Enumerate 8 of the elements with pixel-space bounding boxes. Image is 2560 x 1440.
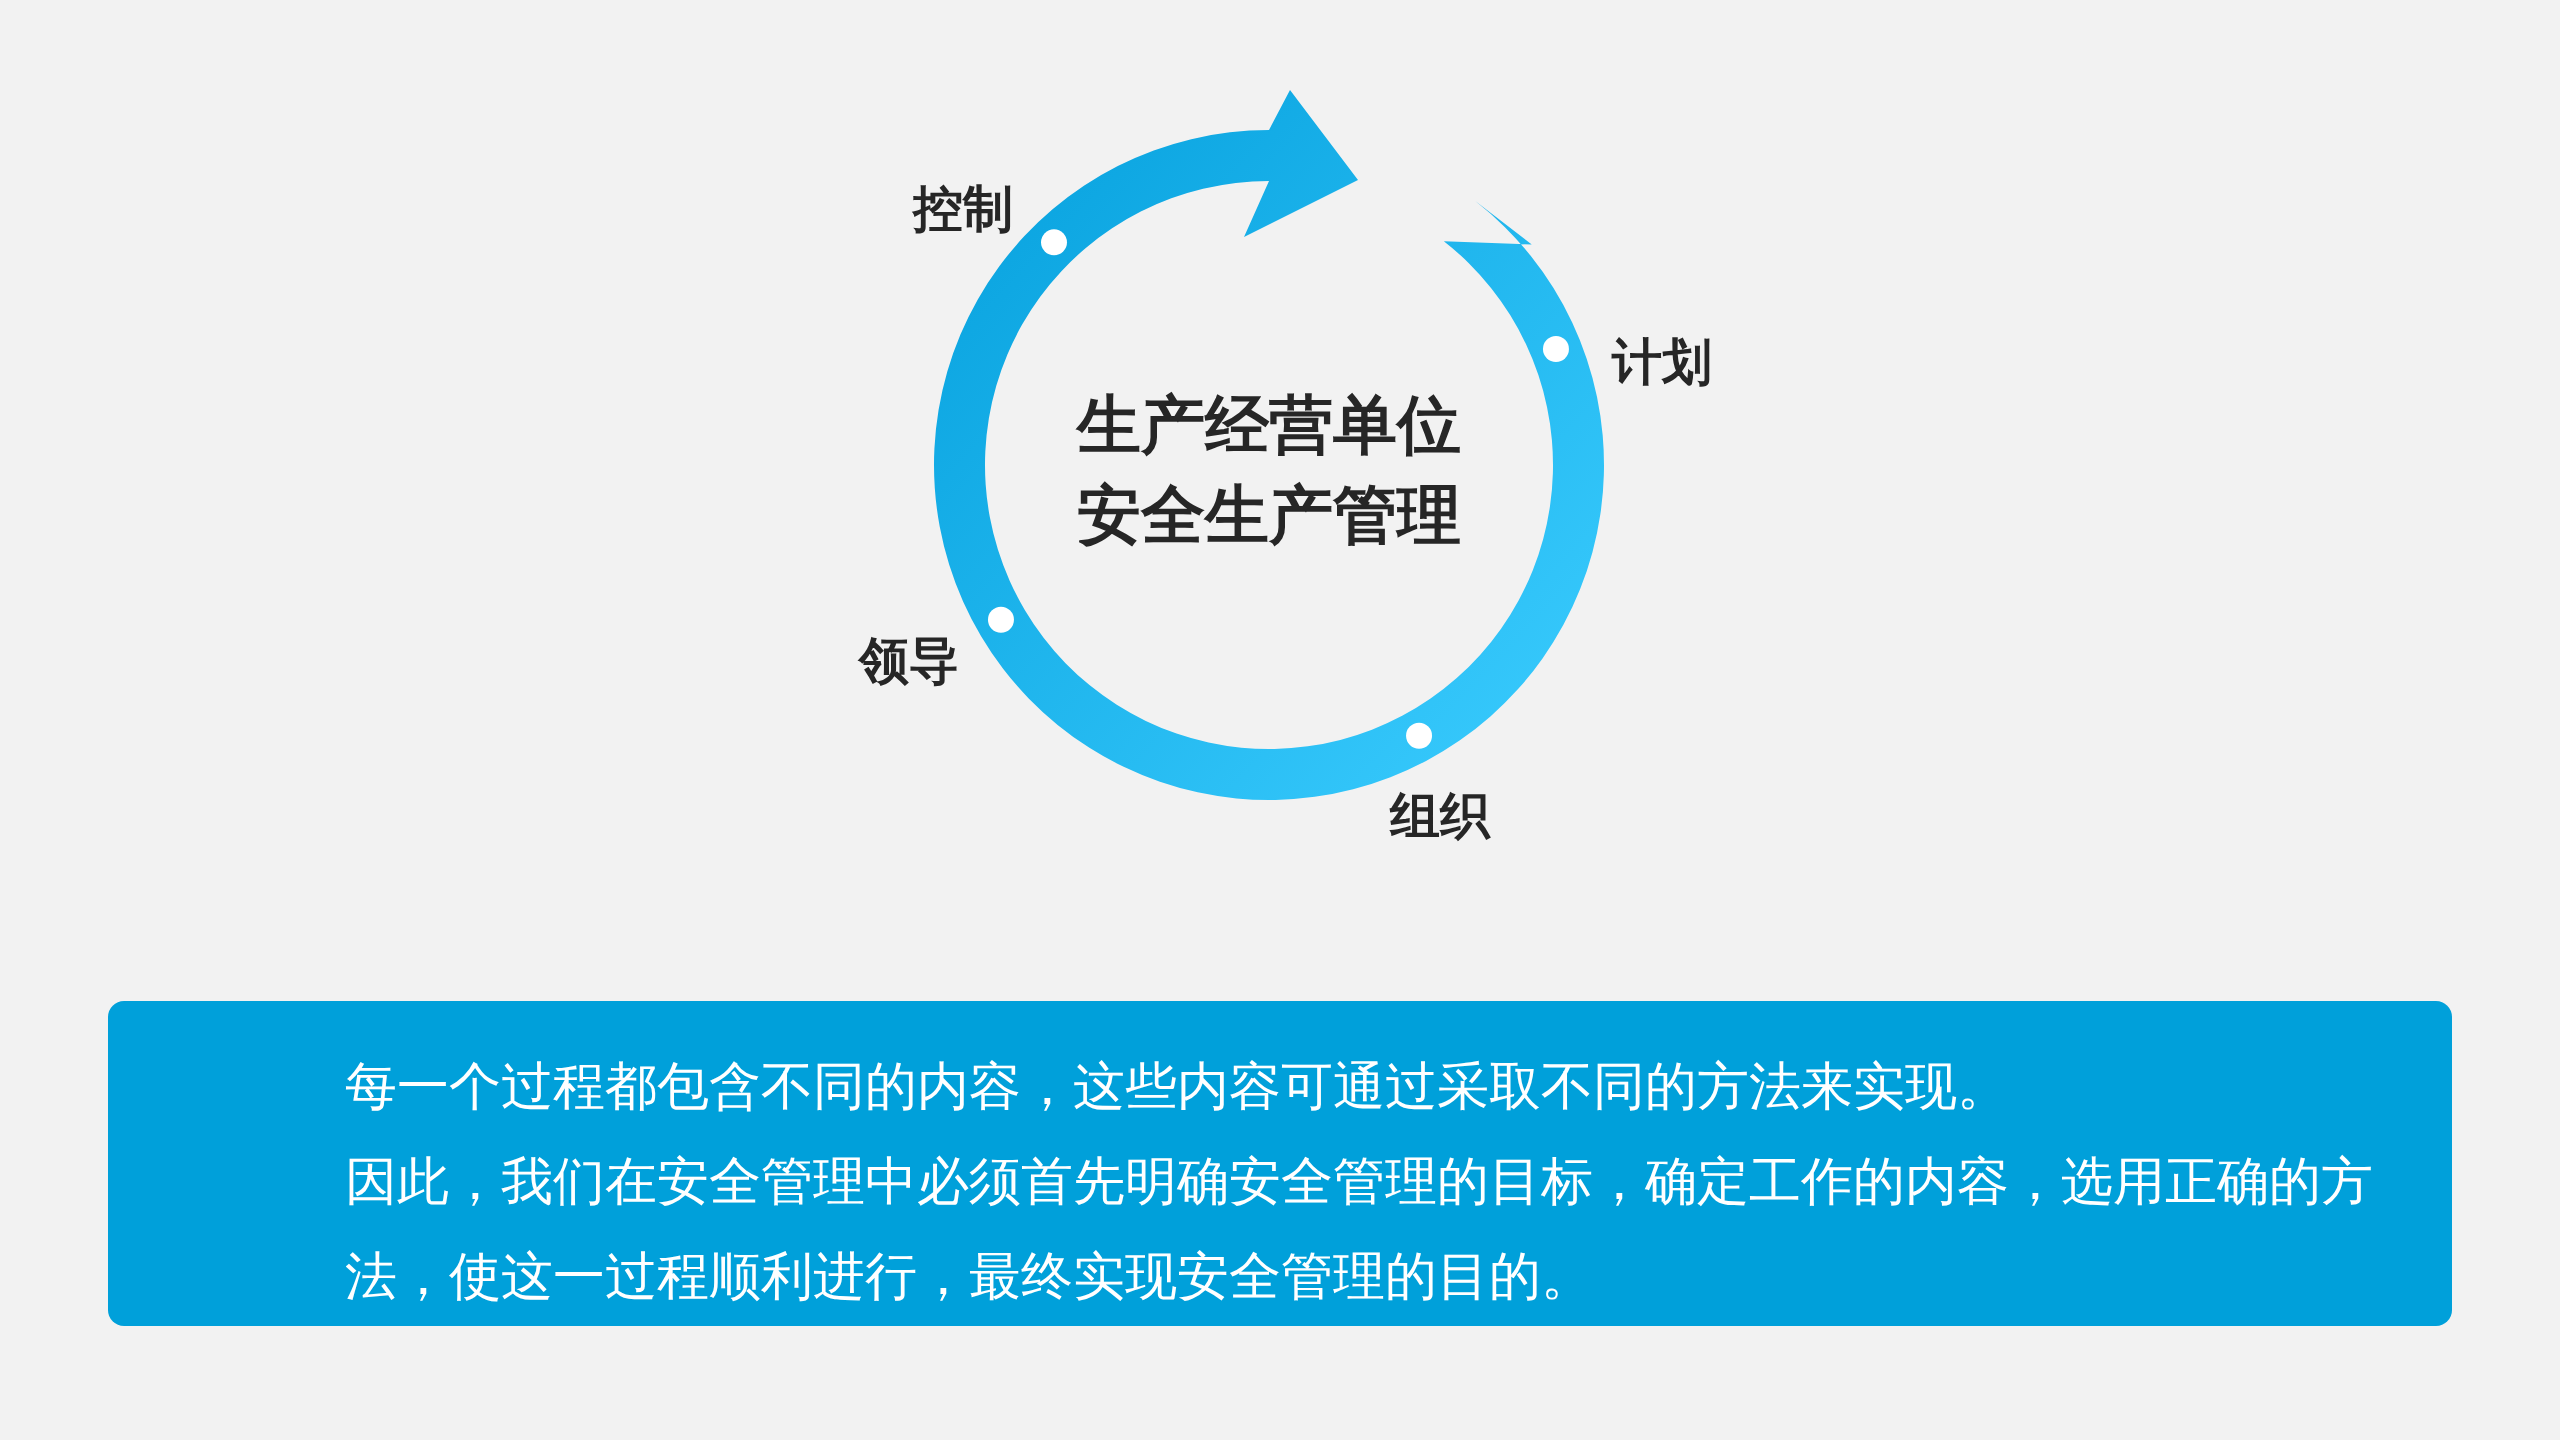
stage-label: 计划 [1612,331,1712,393]
paragraph: 每一个过程都包含不同的内容，这些内容可通过采取不同的方法来实现。 [345,1055,2010,1118]
center-title: 生产经营单位安全生产管理 [1019,380,1519,560]
paragraph: 因此，我们在安全管理中必须首先明确安全管理的目标，确定工作的内容，选用正确的方法，使这一过程顺利进行，最终实现安全管理的目的。 [345,1150,2374,1308]
stage-label: 控制 [913,178,1013,240]
stage-label: 领导 [859,630,959,692]
stage-label: 组织 [1390,785,1490,847]
text-panel [108,1001,2452,1326]
